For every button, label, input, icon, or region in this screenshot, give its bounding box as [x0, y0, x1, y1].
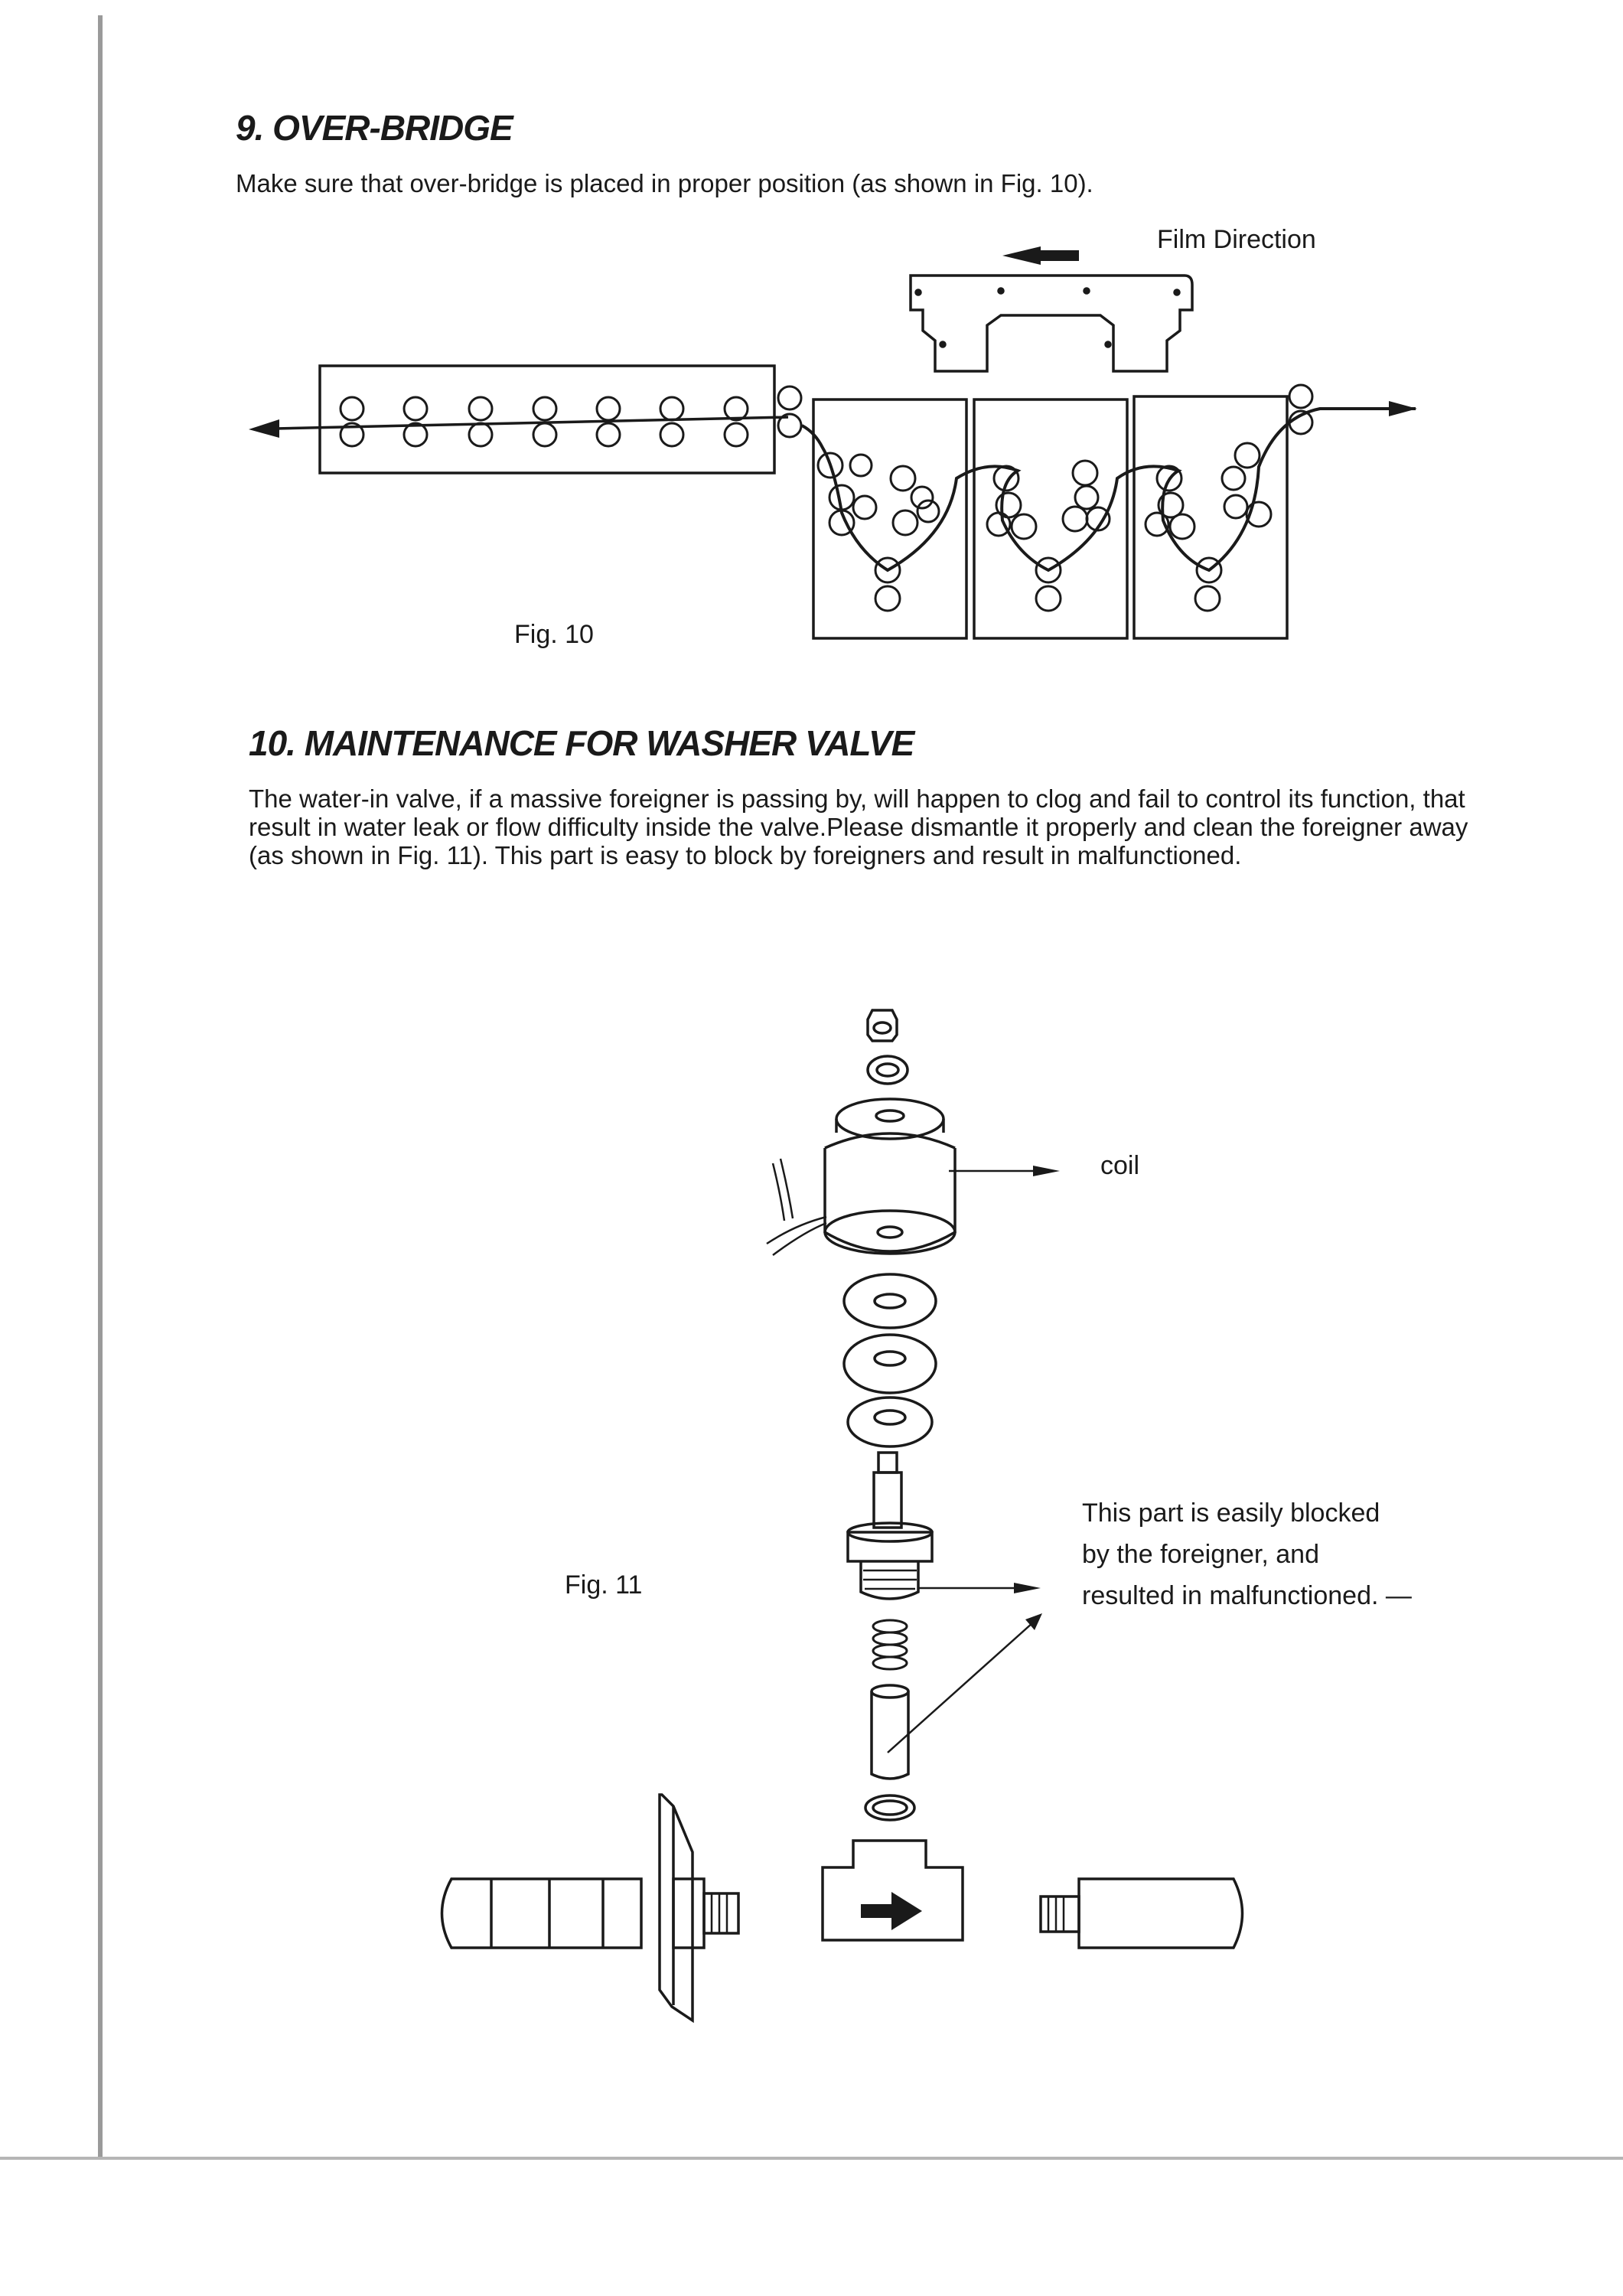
- section-9-title: 9. OVER-BRIDGE: [236, 108, 513, 148]
- flow-direction-arrow-icon: [861, 1892, 922, 1930]
- valve-body: [821, 1839, 964, 1942]
- coil-body: [823, 1097, 957, 1255]
- valve-stem: [846, 1451, 934, 1600]
- over-bridge-part: [909, 274, 1194, 373]
- film-entry-arrow: [1389, 401, 1417, 416]
- dryer-section-box: [318, 364, 776, 475]
- note-line-3: resulted in malfunctioned. —: [1082, 1581, 1412, 1610]
- tank-2: [973, 398, 1129, 640]
- tank-1: [812, 398, 968, 640]
- note-line-2: by the foreigner, and: [1082, 1540, 1320, 1569]
- coil-label: coil: [1100, 1151, 1140, 1180]
- page-binding-edge: [98, 15, 103, 2158]
- fig-10-caption: Fig. 10: [514, 620, 594, 649]
- coil-wires: [766, 1158, 827, 1257]
- film-exit-arrow: [249, 419, 279, 438]
- right-filter-cartridge: [1039, 1877, 1244, 1949]
- gasket-washers: [842, 1273, 937, 1448]
- film-direction-arrow: [1002, 246, 1079, 265]
- bottom-o-ring: [864, 1794, 916, 1821]
- top-nut: [866, 1009, 898, 1042]
- section-10-body: The water-in valve, if a massive foreign…: [249, 784, 1468, 869]
- scan-bottom-edge: [0, 2157, 1623, 2160]
- film-path-tanks: [801, 407, 1416, 572]
- tank-3: [1133, 395, 1289, 640]
- section-9-body: Make sure that over-bridge is placed in …: [236, 169, 1093, 197]
- fig-11-caption: Fig. 11: [565, 1570, 643, 1600]
- section-10-title: 10. MAINTENANCE FOR WASHER VALVE: [249, 723, 914, 763]
- dryer-rollers: [339, 385, 803, 448]
- top-washer: [866, 1055, 909, 1085]
- spring: [872, 1619, 908, 1671]
- tank-rollers: [816, 442, 1273, 612]
- plunger: [870, 1684, 910, 1780]
- film-direction-label: Film Direction: [1157, 225, 1316, 254]
- note-line-1: This part is easily blocked: [1082, 1499, 1380, 1528]
- left-hose-connector: [440, 1793, 740, 2024]
- plunger-pointer-line: [887, 1622, 1034, 1753]
